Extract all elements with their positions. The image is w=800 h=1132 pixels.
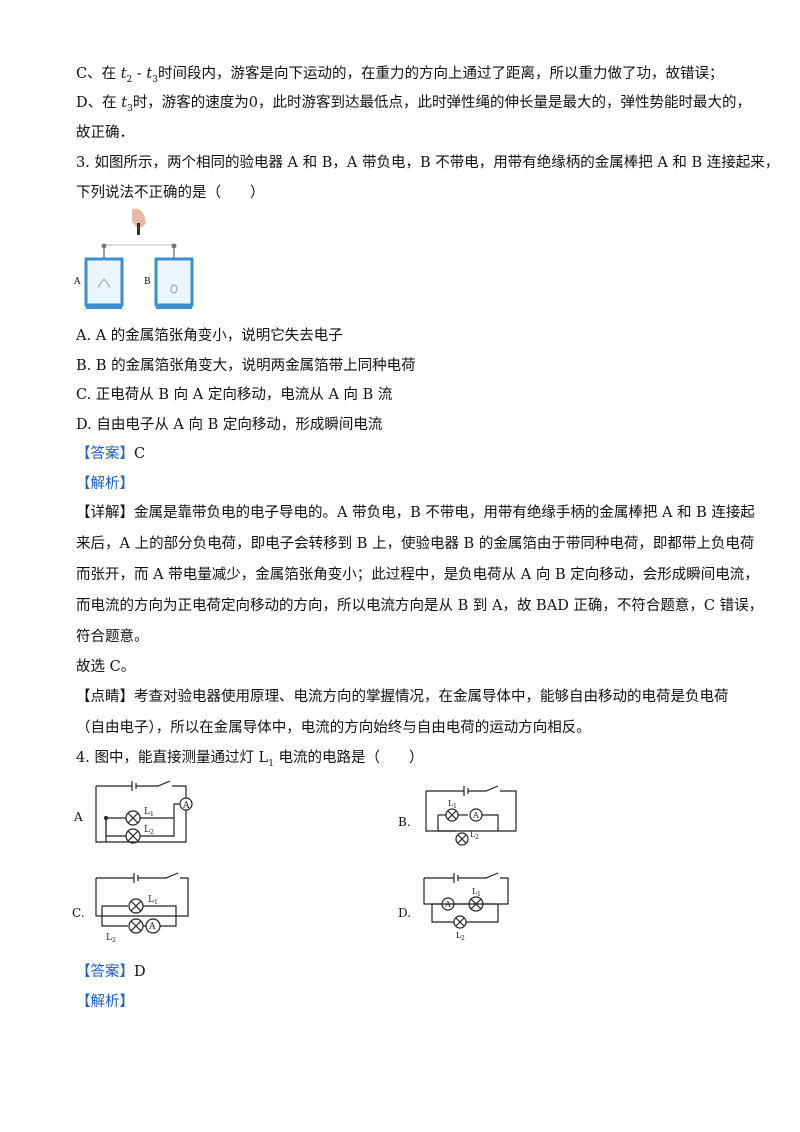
svg-text:L: L <box>144 825 150 835</box>
q3-detail-line-4: 而电流的方向为正电荷定向移动的方向，所以电流方向是从 B 到 A，故 BAD 正… <box>76 598 764 614</box>
q3-detail-line-3: 而张开，而 A 带电量减少，金属箔张角变小；此过程中，是负电荷从 A 向 B 定… <box>76 567 759 583</box>
answer-tag: 【答案】 <box>76 446 134 462</box>
q4-stem: 4. 图中，能直接测量通过灯 L1 电流的电路是（ ） <box>76 750 424 769</box>
electroscope-figure: A B <box>74 207 204 319</box>
svg-text:L: L <box>456 931 462 940</box>
svg-text:L: L <box>470 830 476 839</box>
circuit-a-label: A <box>74 810 83 824</box>
electroscope-a-label: A <box>74 277 81 287</box>
q4-answer: 【答案】D <box>76 964 146 980</box>
svg-text:L: L <box>144 807 150 817</box>
q3-stem-line-2: 下列说法不正确的是（ ） <box>76 185 265 201</box>
svg-text:L: L <box>472 887 478 896</box>
svg-text:A: A <box>148 922 156 932</box>
circuit-d-label: D. <box>398 906 412 920</box>
q3-tip-line-1: 【点睛】考查对验电器使用原理、电流方向的掌握情况，在金属导体中，能够自由移动的电… <box>76 689 729 705</box>
svg-text:2: 2 <box>150 829 154 836</box>
q3-option-a: A. A 的金属箔张角变小，说明它失去电子 <box>76 328 343 344</box>
svg-text:1: 1 <box>154 899 158 906</box>
q3-tip-line-2: （自由电子），所以在金属导体中，电流的方向始终与自由电荷的运动方向相反。 <box>76 720 591 736</box>
q3-stem-line-1: 3. 如图所示，两个相同的验电器 A 和 B，A 带负电，B 不带电，用带有绝缘… <box>76 155 780 171</box>
svg-text:2: 2 <box>112 937 116 944</box>
q3-answer: 【答案】C <box>76 446 146 462</box>
circuit-b-label: B. <box>398 815 411 829</box>
svg-text:L: L <box>148 895 154 905</box>
q3-analysis-tag: 【解析】 <box>76 476 134 492</box>
svg-text:1: 1 <box>477 891 481 898</box>
electroscope-illustration <box>84 208 194 309</box>
svg-text:2: 2 <box>461 935 465 942</box>
electroscope-b-label: B <box>144 277 151 287</box>
q3-choose: 故选 C。 <box>76 659 136 675</box>
svg-text:A: A <box>472 811 479 820</box>
q3-detail-line-1: 【详解】金属是靠带负电的电子导电的。A 带负电，B 不带电，用带有绝缘手柄的金属… <box>76 505 755 521</box>
q2-option-d-analysis: D、在 t3时，游客的速度为0，此时游客到达最低点，此时弹性绳的伸长量是最大的，… <box>76 95 752 114</box>
q2-option-d-conclusion: 故正确． <box>76 125 134 141</box>
svg-text:A: A <box>444 900 451 909</box>
svg-text:2: 2 <box>475 834 479 841</box>
q2-option-c-analysis: C、在 t2 - t3时间段内，游客是向下运动的，在重力的方向上通过了距离，所以… <box>76 66 724 85</box>
svg-text:L: L <box>448 799 454 808</box>
q3-detail-line-5: 符合题意。 <box>76 629 149 645</box>
svg-text:1: 1 <box>150 811 154 818</box>
q4-analysis-tag: 【解析】 <box>76 994 134 1010</box>
q3-option-d: D. 自由电子从 A 向 B 定向移动，形成瞬间电流 <box>76 417 383 433</box>
circuit-a-meter-symbol: A <box>182 801 190 811</box>
circuit-c-label: C. <box>72 906 85 920</box>
svg-text:L: L <box>106 933 112 943</box>
q3-option-c: C. 正电荷从 B 向 A 定向移动，电流从 A 向 B 流 <box>76 387 393 403</box>
q3-option-b: B. B 的金属箔张角变大，说明两金属箔带上同种电荷 <box>76 358 416 374</box>
svg-text:1: 1 <box>453 803 457 810</box>
q3-detail-line-2: 来后，A 上的部分负电荷，即电子会转移到 B 上，使验电器 B 的金属箔由于带同… <box>76 536 755 552</box>
